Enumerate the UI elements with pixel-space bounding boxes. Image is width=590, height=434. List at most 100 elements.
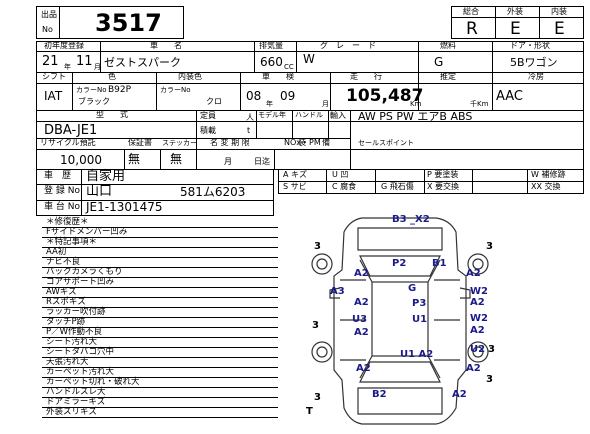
model-name: ゼストスパーク [104,56,181,69]
registration-label: 登 録 No [44,186,80,196]
mileage-label: 走 行 [350,72,382,81]
model-label: 車 名 [150,41,182,50]
note-line-19: 外装スリキズ [46,407,98,417]
diagram-label-w2-low: W2 [470,313,488,324]
shift-label: シフト [42,72,66,81]
displacement-label: 排気量 [259,41,283,50]
legend-x: X 要交換 [427,182,460,191]
note-line-11: P／W作動不良 [46,327,103,337]
recycle-value: 10,000 [60,153,102,167]
inspection-year: 08 [246,89,262,103]
inspection-label: 車 検 [262,72,294,81]
history-value: 自家用 [86,169,126,184]
change-day-unit: 日迄 [254,157,270,166]
type-label: 型 式 [96,110,128,119]
interior-color-no-label: カラーNo [160,86,191,94]
diagram-label-a2-right-mid: A2 [470,297,485,308]
diagram-label-u2: U2 [470,344,486,355]
load-label: 積載 [200,126,216,135]
color-code: B92P [108,85,132,95]
sticker-label: ステッカー [162,139,197,147]
note-line-15: カーペット汚れ大 [46,367,115,377]
diagram-label-a2-bottom: A2 [452,389,467,400]
legend-p: P 要塗装 [427,170,459,179]
import-label: 輸入 [330,111,346,120]
note-line-4: ナビ不良 [46,257,81,267]
mileage-unit: Km [410,100,422,108]
note-line-3: AA初 [46,247,67,257]
diagram-label-w2-top: W2 [470,286,488,297]
warranty-label: 保証書 [128,138,152,147]
capacity-unit: 人 [246,113,254,122]
history-box [36,169,274,216]
grade-exterior: E [510,19,521,39]
note-line-1: Fサイドメンバー凹み [46,227,128,237]
reg-month: 11 [76,54,93,69]
equipment-label: 装 備 [298,138,330,147]
diagram-label-3-ml: 3 [312,320,319,331]
note-line-17: ハンドルスレ大 [46,387,106,397]
legend-a: A キズ [283,170,308,179]
lot-box: 出品 No 3517 [36,6,184,39]
diagram-label-u3: U3 [352,314,368,325]
handle-label: ハンドル [295,111,323,119]
lot-label-bottom: No [42,25,53,34]
registration-number: 581ム6203 [180,185,246,199]
car-damage-diagram [311,217,489,425]
model-year-label: モデル年 [258,111,286,119]
door-shape-value: 5Bワゴン [510,56,558,69]
diagram-label-b2: B2 [372,389,387,400]
displacement: 660 [260,55,283,69]
estimate-unit: 千Km [470,100,489,108]
interior-color: クロ [206,97,222,106]
note-line-0: ＊修復歴＊ [46,217,89,227]
grade-header-exterior: 外装 [507,7,523,16]
reg-month-unit: 月 [94,63,101,71]
load-unit: t [247,126,251,135]
diagram-label-a2-rear-right: A2 [466,363,481,374]
type-value: DBA-JE1 [44,123,98,138]
note-line-6: コアサポート凹み [46,277,115,287]
diagram-label-a2-left-top: A2 [354,268,369,279]
diagram-label-3-tl: 3 [314,241,321,252]
door-shape-label: ドア・形状 [510,41,550,50]
chassis-label: 車 台 No [44,202,80,212]
reg-year-label: 初年度登録 [44,41,84,50]
inspection-month-unit: 月 [322,100,329,108]
diagram-label-b3-x2: B3 _X2 [392,214,430,225]
note-line-7: AWキズ [46,287,77,297]
note-line-10: タッチP跡 [46,317,86,327]
reg-year: 21 [42,54,59,69]
grade-label: グ レ ー ド [320,41,376,50]
note-line-5: バックカメラくもり [46,267,123,277]
diagram-label-b1: B1 [432,258,447,269]
diagram-label-u1-center: U1 [412,314,428,325]
diagram-label-3-bl: 3 [314,392,321,403]
recycle-label: リサイクル預託 [40,138,96,147]
diagram-label-t: T [306,406,313,417]
color-no-label: カラーNo [76,86,107,94]
note-line-13: シートタバコ穴中 [46,347,115,357]
note-line-16: カーペット切れ・破れ大 [46,377,140,387]
estimate-label: 推定 [440,72,456,81]
diagram-label-a2-rear-left: A2 [356,363,371,374]
grade-interior: E [554,19,565,39]
diagram-label-a3: A3 [330,286,345,297]
inspection-month: 09 [280,89,296,103]
warranty-value: 無 [128,152,141,166]
diagram-label-3-tr: 3 [486,241,493,252]
note-line-8: Rスポキズ [46,297,86,307]
capacity-label: 定員 [200,111,216,120]
diagram-label-g: G [408,283,417,294]
nox-label: NOx・PM [284,138,321,147]
legend-xx: XX 交換 [531,182,561,191]
interior-color-label: 内装色 [178,72,202,81]
grade-value: W [303,52,315,66]
legend-box [278,169,584,194]
legend-g: G 飛石傷 [381,182,414,191]
note-line-9: ラッカー吹付跡 [46,307,106,317]
note-line-18: ドアミラーキズ [46,397,106,407]
grade-header-interior: 内装 [551,7,567,16]
legend-w: W 補修跡 [531,170,566,179]
diagram-label-a2-left-low: A2 [354,327,369,338]
